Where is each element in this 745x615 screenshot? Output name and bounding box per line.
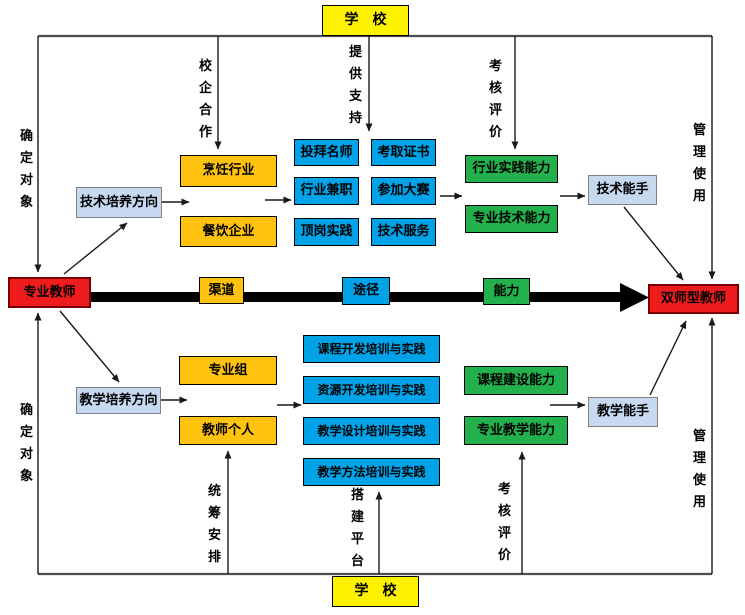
label-assess-evaluate-top: 考核评价 (488, 59, 502, 141)
label-build-platform: 搭建平台 (350, 488, 364, 570)
catering-enterprise-box: 餐饮企业 (180, 216, 277, 247)
flow-channel-box: 渠道 (199, 277, 244, 304)
source-to-tech-arrow (63, 222, 128, 275)
teacher-individual-box: 教师个人 (179, 416, 277, 445)
label-school-enterprise-coop: 校企合作 (198, 59, 212, 141)
tech-expert-box: 技术能手 (588, 175, 657, 205)
teaching-expert-box: 教学能手 (588, 397, 658, 427)
label-manage-use-bottom: 管理使用 (692, 429, 706, 511)
tech-direction-box: 技术培养方向 (76, 187, 162, 218)
label-assess-evaluate-bottom: 考核评价 (497, 482, 511, 564)
flow-ability-box: 能力 (483, 278, 530, 305)
tech-expert-to-target-arrow (623, 206, 684, 281)
teach-expert-to-target-arrow (649, 320, 687, 396)
mentor-masters-box: 投拜名师 (294, 139, 359, 166)
source-teacher-box: 专业教师 (8, 277, 91, 308)
course-dev-training-box: 课程开发培训与实践 (303, 335, 440, 363)
resource-dev-training-box: 资源开发培训与实践 (303, 376, 440, 404)
label-manage-use-top: 管理使用 (692, 123, 706, 205)
target-teacher-box: 双师型教师 (648, 284, 739, 314)
teach-direction-box: 教学培养方向 (76, 387, 161, 414)
professional-group-box: 专业组 (179, 356, 277, 385)
cooking-industry-box: 烹饪行业 (180, 155, 277, 187)
course-building-ability-box: 课程建设能力 (464, 366, 568, 395)
professional-tech-ability-box: 专业技术能力 (465, 205, 558, 233)
industry-parttime-box: 行业兼职 (294, 177, 359, 205)
label-determine-object-bottom: 确定对象 (19, 403, 33, 485)
tech-service-box: 技术服务 (371, 218, 436, 246)
school-bottom-box: 学 校 (332, 576, 419, 607)
get-certificates-box: 考取证书 (371, 139, 436, 166)
source-to-teach-arrow (59, 310, 120, 383)
professional-teaching-ability-box: 专业教学能力 (464, 416, 568, 445)
teaching-method-training-box: 教学方法培训与实践 (303, 458, 440, 486)
teaching-design-training-box: 教学设计培训与实践 (303, 417, 440, 445)
join-competitions-box: 参加大赛 (371, 177, 436, 205)
flow-path-box: 途径 (342, 277, 390, 305)
post-practice-box: 顶岗实践 (294, 218, 359, 246)
school-top-box: 学 校 (322, 5, 409, 36)
label-provide-support: 提供支持 (348, 45, 362, 127)
label-determine-object-top: 确定对象 (19, 129, 33, 211)
industry-practice-ability-box: 行业实践能力 (465, 155, 558, 183)
label-overall-arrangement: 统筹安排 (207, 484, 221, 566)
